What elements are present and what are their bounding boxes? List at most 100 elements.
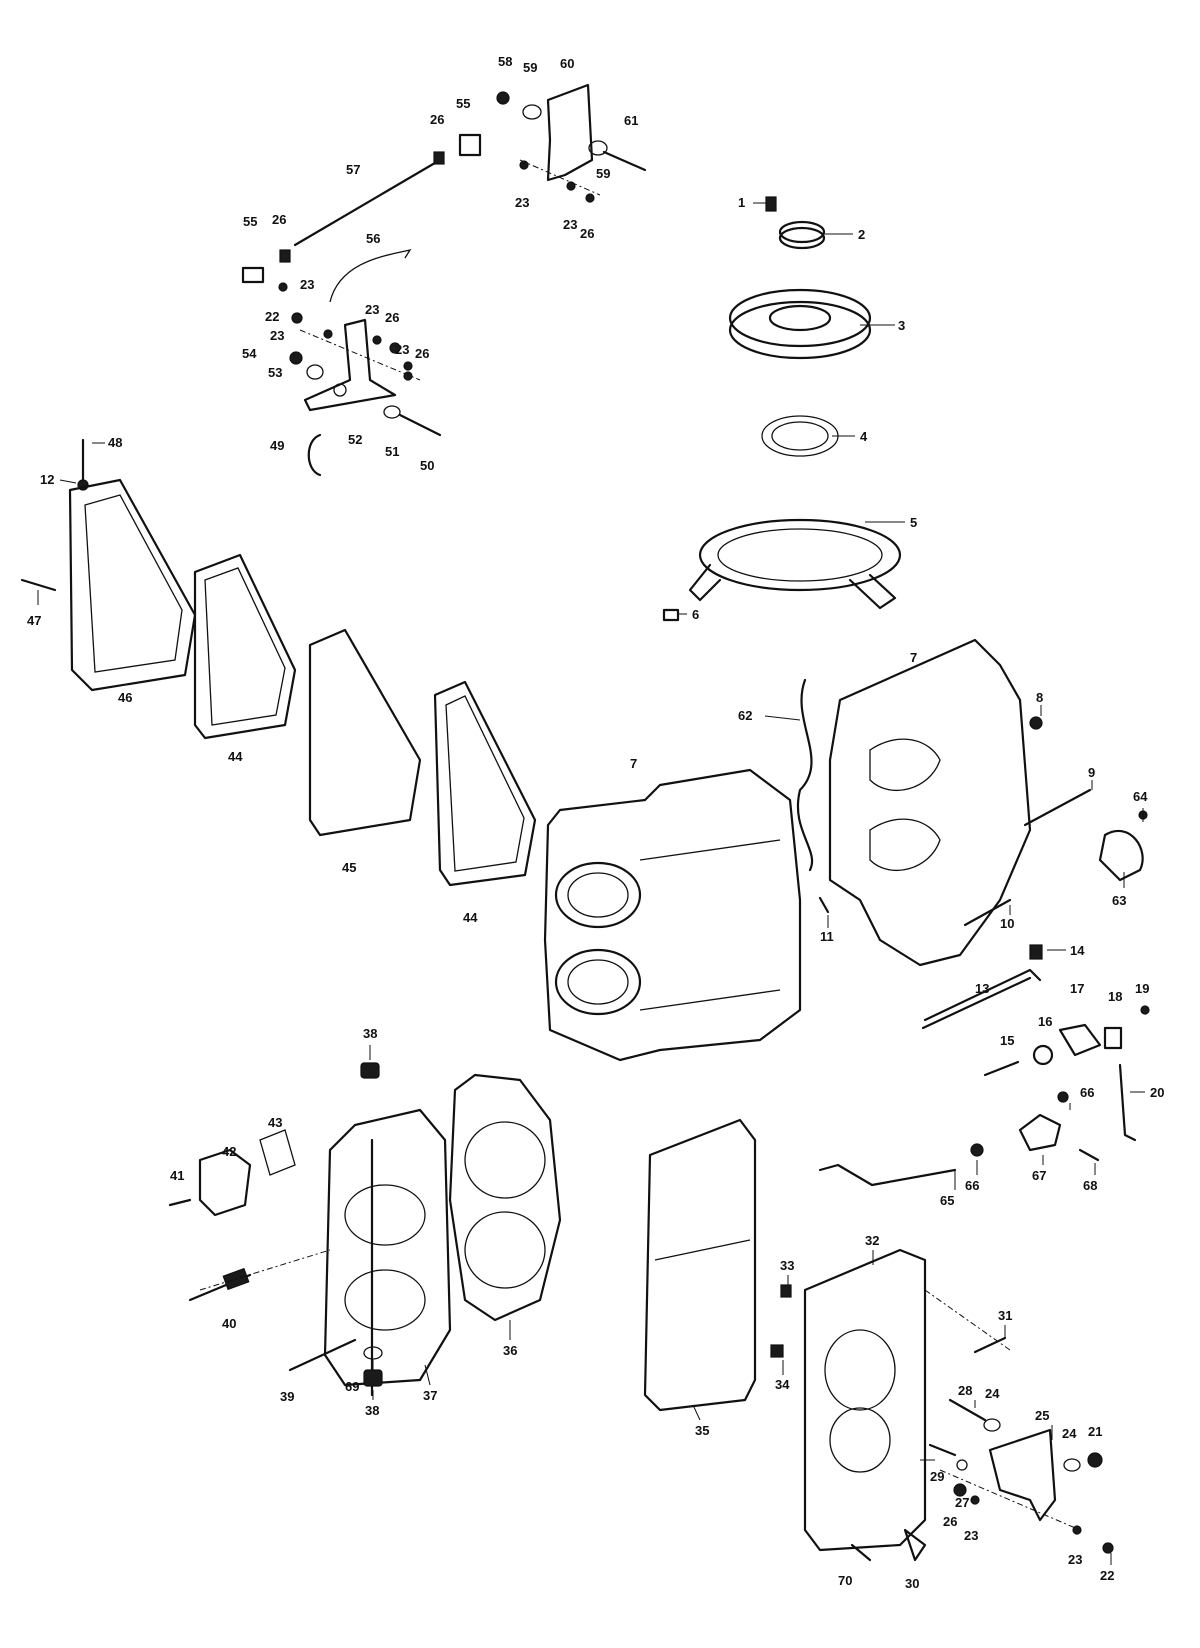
- screw-15: [983, 1060, 1020, 1077]
- fitting-16: [1032, 1044, 1054, 1066]
- label-3: 3: [898, 318, 905, 333]
- label-15: 15: [1000, 1033, 1014, 1048]
- label-55a: 55: [243, 214, 257, 229]
- label-27: 27: [955, 1495, 969, 1510]
- crankcase-half-7: [828, 638, 1032, 967]
- label-16: 16: [1038, 1014, 1052, 1029]
- screw-8: [1029, 716, 1043, 730]
- screw-41: [168, 1198, 192, 1207]
- link-end-55b: [458, 133, 482, 157]
- ball-27: [956, 1459, 968, 1471]
- label-42: 42: [222, 1144, 236, 1159]
- label-22a: 22: [265, 309, 279, 324]
- label-40: 40: [222, 1316, 236, 1331]
- label-51: 51: [385, 444, 399, 459]
- label-57: 57: [346, 162, 360, 177]
- washer-24: [983, 1418, 1001, 1432]
- label-47: 47: [27, 613, 41, 628]
- label-68: 68: [1083, 1178, 1097, 1193]
- stud-61: [602, 150, 647, 172]
- bolt-10: [963, 898, 1012, 927]
- ring-5: [698, 518, 902, 592]
- label-41: 41: [170, 1168, 184, 1183]
- plate-45: [308, 628, 422, 837]
- cover-42: [198, 1148, 252, 1217]
- washer-69: [363, 1346, 383, 1360]
- label-21: 21: [1088, 1424, 1102, 1439]
- intake-assembly: [643, 1118, 1114, 1562]
- label-26b: 26: [272, 212, 286, 227]
- label-5: 5: [910, 515, 917, 530]
- throttle-linkage-assembly: [241, 83, 647, 477]
- label-30: 30: [905, 1576, 919, 1591]
- screw-1: [765, 196, 777, 212]
- label-34: 34: [775, 1377, 790, 1392]
- crankcase: [543, 638, 1148, 1062]
- label-54: 54: [242, 346, 257, 361]
- seal-strip-62: [797, 678, 813, 872]
- label-13: 13: [975, 981, 989, 996]
- label-18: 18: [1108, 989, 1122, 1004]
- bearing-plate-3: [728, 300, 872, 360]
- label-48: 48: [108, 435, 122, 450]
- label-24a: 24: [985, 1386, 1000, 1401]
- label-12: 12: [40, 472, 54, 487]
- washer-24b: [1063, 1458, 1081, 1472]
- tube-13: [923, 968, 1042, 1022]
- fuel-and-linkage: [818, 944, 1150, 1187]
- bracket-52: [303, 318, 397, 412]
- label-66a: 66: [1080, 1085, 1094, 1100]
- cylinder-head-37: [323, 1108, 452, 1387]
- washer-59: [522, 104, 542, 120]
- label-53: 53: [268, 365, 282, 380]
- bracket-25: [988, 1428, 1057, 1522]
- label-23h: 23: [1068, 1552, 1082, 1567]
- clip-49: [307, 433, 322, 477]
- washer-59b: [588, 140, 608, 156]
- label-24b: 24: [1062, 1426, 1077, 1441]
- label-8: 8: [1036, 690, 1043, 705]
- label-59a: 59: [523, 60, 537, 75]
- clamp-63: [1098, 829, 1144, 882]
- washer-53: [306, 364, 324, 380]
- label-4: 4: [860, 429, 868, 444]
- nut-21: [1087, 1452, 1103, 1468]
- head-gasket-36: [448, 1073, 562, 1322]
- label-55b: 55: [456, 96, 470, 111]
- label-17: 17: [1070, 981, 1084, 996]
- label-35: 35: [695, 1423, 709, 1438]
- label-44b: 44: [463, 910, 478, 925]
- label-10: 10: [1000, 916, 1014, 931]
- label-23a: 23: [300, 277, 314, 292]
- label-23d: 23: [395, 342, 409, 357]
- nut-58: [496, 91, 510, 105]
- label-26d: 26: [415, 346, 429, 361]
- arm-18: [1103, 1026, 1123, 1050]
- rod-65: [818, 1163, 957, 1187]
- screw-68: [1078, 1148, 1100, 1162]
- fitting-14: [1029, 944, 1043, 960]
- label-43: 43: [268, 1115, 282, 1130]
- label-45: 45: [342, 860, 356, 875]
- label-7b: 7: [910, 650, 917, 665]
- label-69: 69: [345, 1379, 359, 1394]
- spring-66: [970, 1143, 984, 1157]
- label-31: 31: [998, 1308, 1012, 1323]
- label-64: 64: [1133, 789, 1148, 804]
- nut-54: [289, 351, 303, 365]
- bolt-39: [288, 1338, 357, 1372]
- seal-2: [778, 226, 826, 250]
- label-59b: 59: [596, 166, 610, 181]
- screw-70: [850, 1543, 872, 1562]
- washer-51: [383, 405, 401, 419]
- rod-20: [1118, 1063, 1137, 1142]
- label-7a: 7: [630, 756, 637, 771]
- label-38b: 38: [365, 1403, 379, 1418]
- label-33: 33: [780, 1258, 794, 1273]
- screw-22: [1102, 1542, 1114, 1554]
- label-23f: 23: [563, 217, 577, 232]
- cover-46: [68, 478, 197, 692]
- label-49: 49: [270, 438, 284, 453]
- plug-38b: [363, 1369, 383, 1387]
